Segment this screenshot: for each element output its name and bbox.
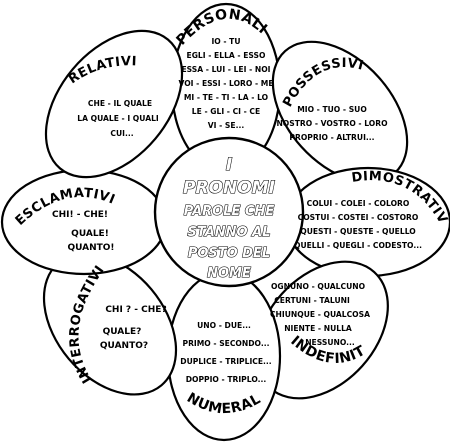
list-item: CHE - IL QUALE xyxy=(88,99,152,108)
list-item: QUALE? xyxy=(103,327,142,337)
list-interrogativi: CHI ? - CHE? QUALE? QUANTO? xyxy=(100,305,167,351)
list-esclamativi: CHI! - CHE! QUALE! QUANTO! xyxy=(52,210,115,253)
list-dimostrativi: COLUI - COLEI - COLORO COSTUI - COSTEI -… xyxy=(294,199,422,250)
list-item: CHIUNQUE - QUALCOSA xyxy=(270,310,370,319)
list-item: QUESTI - QUESTE - QUELLO xyxy=(300,227,416,236)
list-item: DOPPIO - TRIPLO... xyxy=(186,375,267,384)
list-item: CUI... xyxy=(110,129,133,138)
list-item: COLUI - COLEI - COLORO xyxy=(307,199,410,208)
petal-relativi xyxy=(44,29,184,179)
list-item: QUANTO! xyxy=(67,243,114,253)
list-item: OGNUNO - QUALCUNO xyxy=(271,282,366,291)
list-item: NIENTE - NULLA xyxy=(284,324,352,333)
list-possessivi: MIO - TUO - SUO NOSTRO - VOSTRO - LORO P… xyxy=(276,105,388,142)
center-line-2: PRONOMI xyxy=(183,178,275,198)
center-line-5: POSTO DEL xyxy=(188,246,270,261)
list-item: QUALE! xyxy=(71,229,109,239)
list-item: QUANTO? xyxy=(100,341,148,351)
center-line-4: STANNO AL xyxy=(188,225,271,240)
list-numerali: UNO - DUE... PRIMO - SECONDO... DUPLICE … xyxy=(180,321,272,384)
center-line-1: I xyxy=(226,155,232,175)
list-personali: IO - TU EGLI - ELLA - ESSO ESSA - LUI - … xyxy=(178,37,273,130)
center-line-6: NOME xyxy=(207,266,251,281)
center-line-3: PAROLE CHE xyxy=(184,204,275,219)
list-item: NESSUNO... xyxy=(305,338,355,347)
center-text: I PRONOMI PAROLE CHE STANNO AL POSTO DEL… xyxy=(182,154,275,281)
list-item: NOSTRO - VOSTRO - LORO xyxy=(276,119,388,128)
list-item: PRIMO - SECONDO... xyxy=(183,339,270,348)
list-item: PROPRIO - ALTRUI... xyxy=(289,133,374,142)
list-item: QUELLI - QUEGLI - CODESTO... xyxy=(294,241,422,250)
list-item: VI - SE... xyxy=(208,121,245,130)
list-item: LE - GLI - CI - CE xyxy=(192,107,260,116)
list-indefiniti: OGNUNO - QUALCUNO CERTUNI - TALUNI CHIUN… xyxy=(270,282,370,347)
list-relativi: CHE - IL QUALE LA QUALE - I QUALI CUI... xyxy=(77,99,159,138)
list-item: UNO - DUE... xyxy=(197,321,251,330)
list-item: MI - TE - TI - LA - LO xyxy=(184,93,269,102)
list-item: CERTUNI - TALUNI xyxy=(274,296,350,305)
list-item: DUPLICE - TRIPLICE... xyxy=(180,357,272,366)
list-item: COSTUI - COSTEI - COSTORO xyxy=(298,213,419,222)
list-item: CHI ? - CHE? xyxy=(105,305,166,315)
list-item: MIO - TUO - SUO xyxy=(297,105,367,114)
list-item: ESSA - LUI - LEI - NOI xyxy=(181,65,270,74)
list-item: VOI - ESSI - LORO - ME xyxy=(178,79,273,88)
list-item: LA QUALE - I QUALI xyxy=(77,114,159,123)
list-item: IO - TU xyxy=(211,37,240,46)
list-item: EGLI - ELLA - ESSO xyxy=(187,51,266,60)
list-item: CHI! - CHE! xyxy=(52,210,108,220)
center-circle xyxy=(153,136,305,288)
